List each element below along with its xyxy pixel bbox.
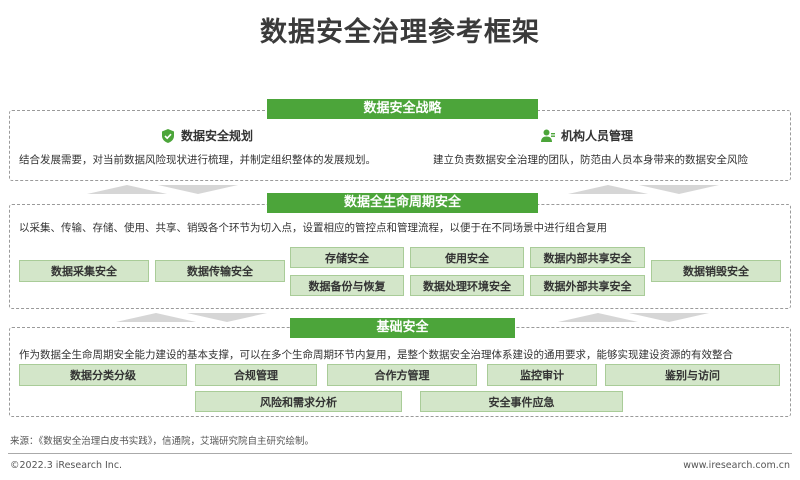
lifecycle-item-backup: 数据备份与恢复 xyxy=(290,275,404,296)
copyright: ©2022.3 iResearch Inc. xyxy=(10,460,123,471)
lifecycle-item-storage: 存储安全 xyxy=(290,247,404,268)
arrow-down-left-2 xyxy=(187,313,267,322)
strategy-header: 数据安全战略 xyxy=(267,99,538,119)
arrow-down-left-1 xyxy=(158,185,238,194)
lifecycle-item-collect: 数据采集安全 xyxy=(19,260,149,282)
lifecycle-item-external-share: 数据外部共享安全 xyxy=(530,275,645,296)
arrow-up-right-1 xyxy=(568,185,648,194)
lifecycle-header: 数据全生命周期安全 xyxy=(267,193,538,213)
strategy-left-desc: 结合发展需要，对当前数据风险现状进行梳理，并制定组织整体的发展规划。 xyxy=(19,154,376,166)
base-item-audit: 监控审计 xyxy=(487,364,597,386)
base-item-partner: 合作方管理 xyxy=(327,364,477,386)
strategy-left-heading: 数据安全规划 xyxy=(160,127,253,144)
arrow-up-left-2 xyxy=(116,313,196,322)
lifecycle-desc: 以采集、传输、存储、使用、共享、销毁各个环节为切入点，设置相应的管控点和管理流程… xyxy=(19,222,607,234)
source-note: 来源：《数据安全治理白皮书实践》，信通院，艾瑞研究院自主研究绘制。 xyxy=(10,436,315,447)
footer-divider xyxy=(8,453,792,454)
strategy-right-desc: 建立负责数据安全治理的团队，防范由人员本身带来的数据安全风险 xyxy=(433,154,748,166)
base-item-classification: 数据分类分级 xyxy=(19,364,187,386)
base-item-incident-response: 安全事件应急 xyxy=(420,391,623,412)
base-item-compliance: 合规管理 xyxy=(195,364,317,386)
arrow-up-left-1 xyxy=(87,185,167,194)
arrow-up-right-2 xyxy=(558,313,638,322)
lifecycle-item-processing-env: 数据处理环境安全 xyxy=(410,275,524,296)
strategy-right-title: 机构人员管理 xyxy=(561,129,634,143)
arrow-down-right-2 xyxy=(629,313,709,322)
base-item-access: 鉴别与访问 xyxy=(605,364,780,386)
strategy-left-title: 数据安全规划 xyxy=(181,129,254,143)
website-link[interactable]: www.iresearch.com.cn xyxy=(683,460,790,471)
lifecycle-item-use: 使用安全 xyxy=(410,247,524,268)
base-header: 基础安全 xyxy=(290,318,515,338)
strategy-section xyxy=(9,110,791,181)
base-desc: 作为数据全生命周期安全能力建设的基本支撑，可以在多个生命周期环节内复用，是整个数… xyxy=(19,349,733,361)
lifecycle-item-transfer: 数据传输安全 xyxy=(155,260,285,282)
lifecycle-item-internal-share: 数据内部共享安全 xyxy=(530,247,645,268)
arrow-down-right-1 xyxy=(639,185,719,194)
person-icon xyxy=(541,129,555,142)
page-title: 数据安全治理参考框架 xyxy=(260,17,540,48)
lifecycle-item-destroy: 数据销毁安全 xyxy=(651,260,781,282)
shield-check-icon xyxy=(162,128,174,143)
base-item-risk-analysis: 风险和需求分析 xyxy=(195,391,402,412)
strategy-right-heading: 机构人员管理 xyxy=(540,127,633,144)
